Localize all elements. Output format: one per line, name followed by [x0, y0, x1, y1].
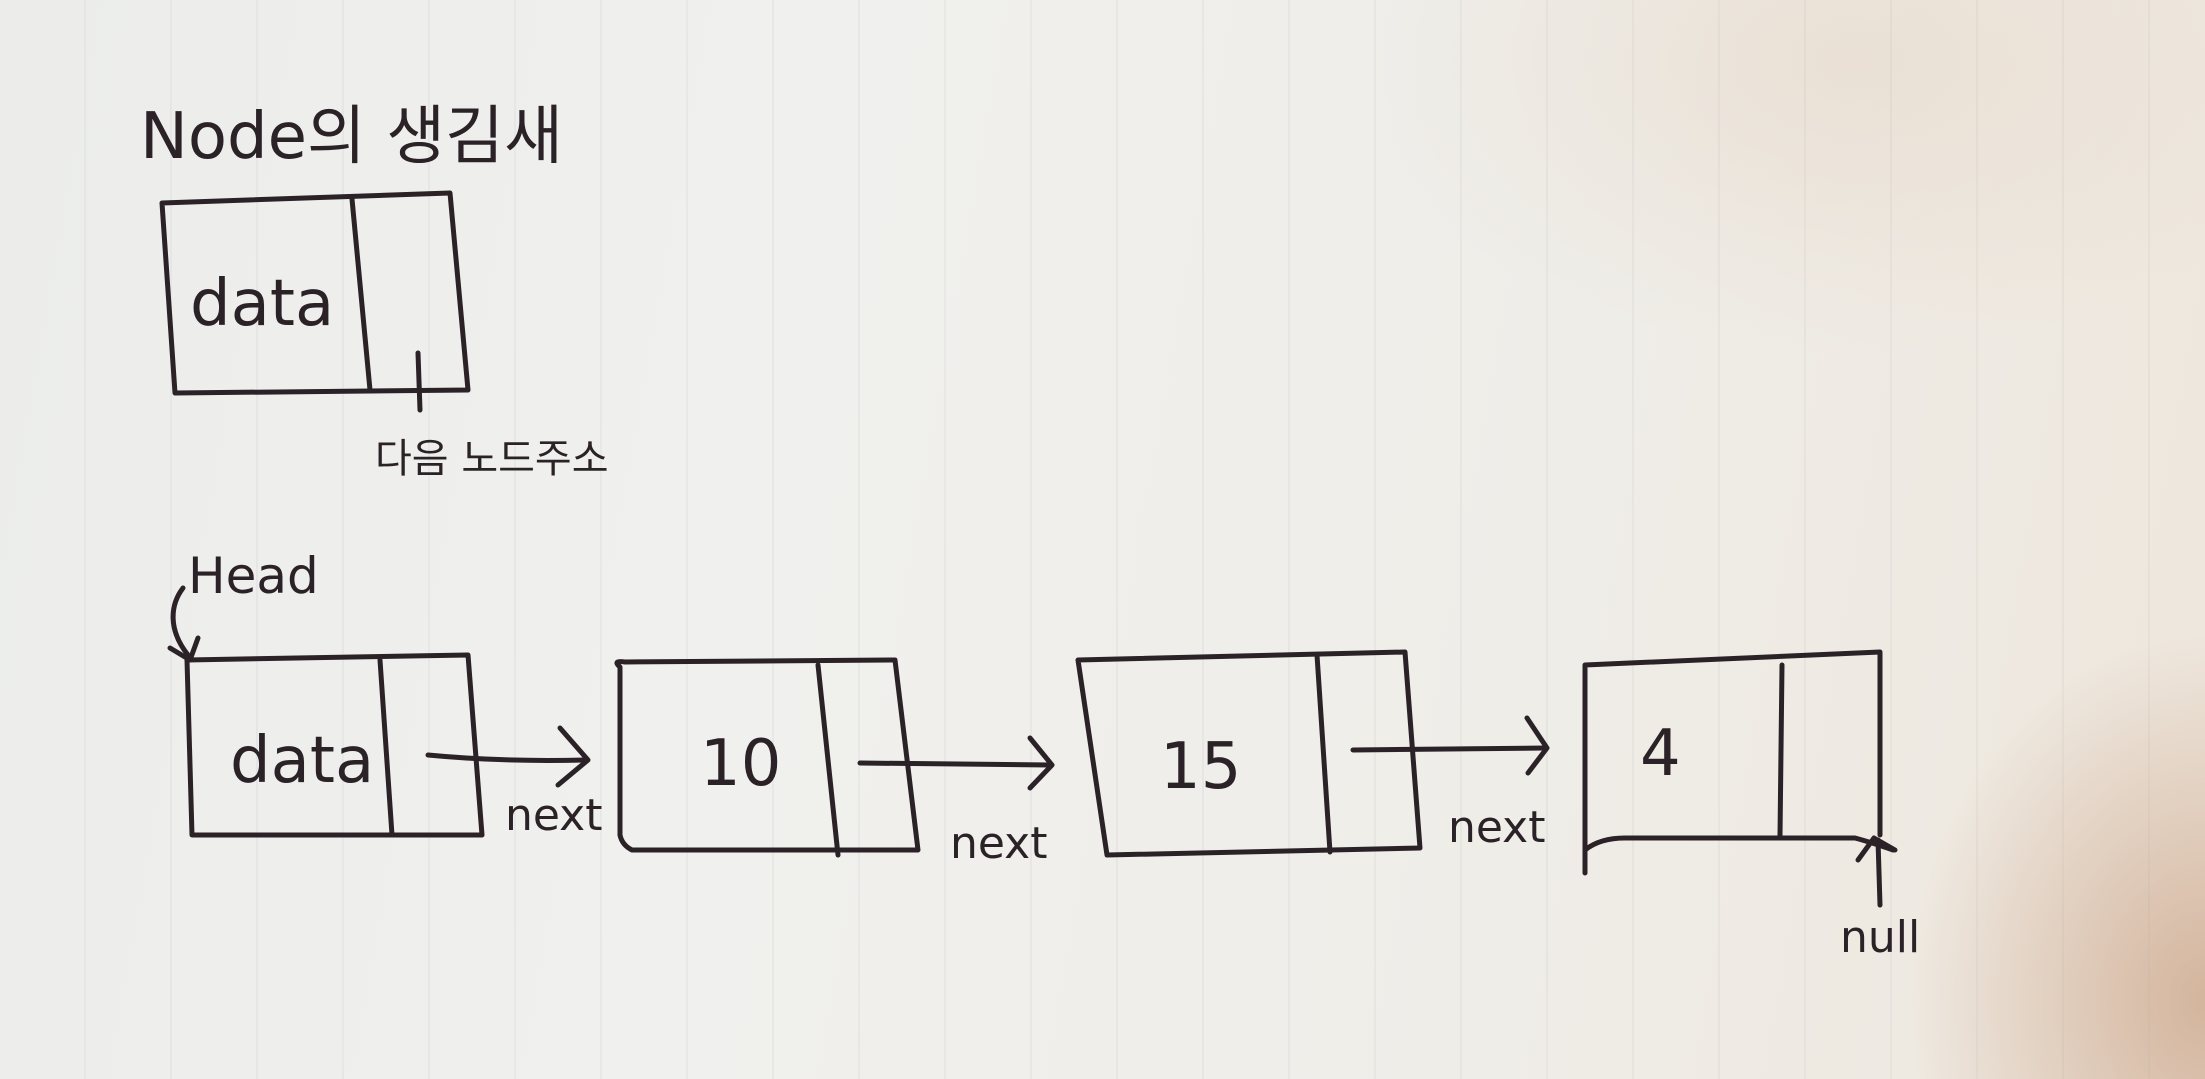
node-example-next-caption: 다음 노드주소: [375, 436, 609, 482]
node-3-value: 15: [1160, 730, 1241, 804]
null-pointer: null: [1840, 835, 1920, 963]
node-2-value: 10: [700, 727, 781, 801]
next-arrow-2-head: [1027, 735, 1055, 791]
head-arrow: [170, 585, 191, 658]
list-node-2: 10: [614, 657, 921, 858]
node-3-box: [1075, 649, 1423, 858]
null-arrow-line: [1875, 837, 1883, 908]
next-arrow-1: [425, 725, 591, 788]
list-node-4: 4: [1582, 649, 1896, 876]
node-example-divider: [349, 196, 373, 393]
null-label: null: [1840, 912, 1920, 963]
node-4-bottom: [1582, 835, 1896, 853]
next-arrow-1-line: [425, 752, 588, 763]
node-4-box: [1582, 649, 1883, 876]
node-1-box: [184, 652, 485, 838]
next-arrow-2: [857, 735, 1055, 791]
null-arrow-head: [1855, 835, 1898, 863]
next-arrow-3: [1350, 715, 1550, 776]
node-2-box: [614, 657, 921, 853]
next-arrow-3-head: [1524, 715, 1550, 776]
next-label-2: next: [950, 818, 1047, 869]
head-label: Head: [188, 547, 319, 605]
node-1-divider: [377, 657, 395, 838]
node-1-value: data: [230, 724, 374, 798]
next-arrow-3-line: [1350, 745, 1548, 753]
node-example: data 다음 노드주소: [159, 190, 609, 482]
node-2-divider: [815, 662, 841, 858]
list-node-3: 15: [1075, 649, 1423, 858]
list-node-1: data: [184, 652, 485, 838]
node-example-pointer-tick: [415, 350, 423, 413]
next-label-3: next: [1448, 802, 1545, 853]
diagram-title: Node의 생김새: [140, 100, 563, 174]
next-label-1: next: [505, 790, 602, 841]
next-arrow-1-head: [555, 725, 591, 788]
head-pointer: Head: [167, 547, 319, 663]
node-3-divider: [1314, 652, 1333, 855]
next-arrow-2-line: [857, 760, 1053, 768]
node-4-divider: [1777, 662, 1785, 839]
node-example-data-label: data: [190, 267, 334, 341]
node-example-box: [159, 190, 471, 396]
node-4-value: 4: [1640, 717, 1681, 791]
